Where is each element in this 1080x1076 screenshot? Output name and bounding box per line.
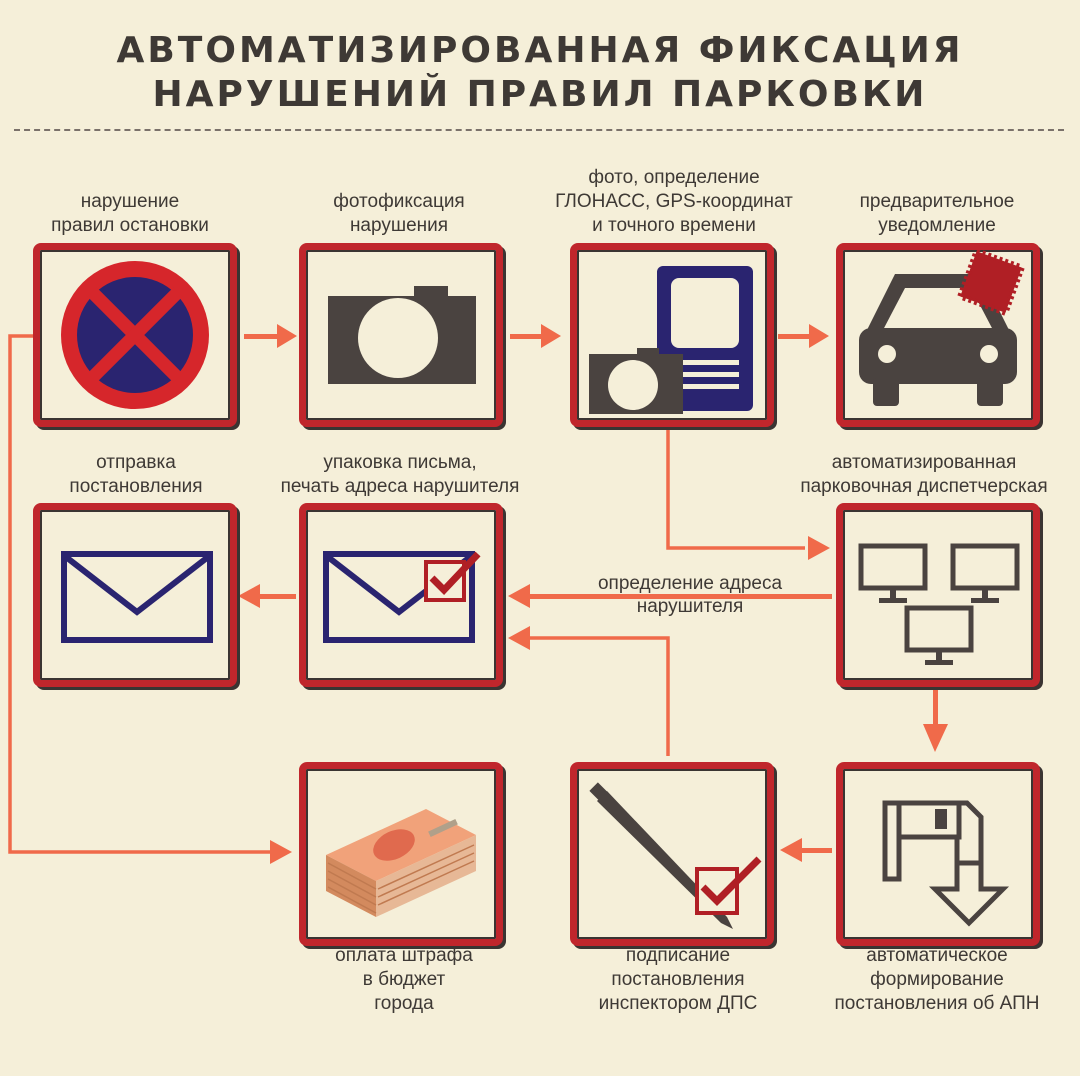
label-notice: предварительное уведомление <box>830 190 1044 238</box>
connector-photo-to-dispatch <box>666 428 805 550</box>
step-photofix <box>299 243 503 427</box>
arrow-violation-to-photofix <box>244 324 297 348</box>
step-send <box>33 503 237 687</box>
car-notice-icon <box>859 250 1026 406</box>
arrow-dispatch-to-pack <box>508 584 832 608</box>
floppy-download-icon <box>882 800 1010 927</box>
step-signing <box>570 762 774 946</box>
label-violation-line2: правил остановки <box>51 215 209 236</box>
label-photo-gps: фото, определение ГЛОНАСС, GPS-координат… <box>534 166 814 238</box>
title-line-2: НАРУШЕНИЙ ПРАВИЛ ПАРКОВКИ <box>152 74 928 115</box>
step-photo-gps <box>570 243 774 427</box>
arrowhead-to-payment <box>270 840 292 864</box>
camera-document-icon <box>589 266 753 414</box>
camera-icon <box>328 286 476 384</box>
label-dispatch-line1: автоматизированная <box>831 452 1017 473</box>
arrow-dispatch-to-forming <box>923 690 948 752</box>
envelope-icon <box>61 551 213 643</box>
label-payment-line1: оплата штрафа <box>335 945 473 966</box>
step-violation <box>33 243 237 427</box>
label-photofix-line1: фотофиксация <box>333 191 465 212</box>
step-payment <box>299 762 503 946</box>
envelope-check-icon <box>323 551 481 643</box>
label-notice-line2: уведомление <box>878 215 996 236</box>
label-forming-line2: формирование <box>870 969 1004 990</box>
label-violation: нарушение правил остановки <box>28 190 232 238</box>
connector-violation-to-payment <box>8 334 270 854</box>
step-pack <box>299 503 503 687</box>
label-send-line2: постановления <box>69 476 203 497</box>
label-payment-line2: в бюджет <box>362 969 446 990</box>
label-payment: оплата штрафа в бюджет города <box>294 944 514 1016</box>
arrow-pack-to-send <box>238 584 296 608</box>
monitors-icon <box>858 543 1020 665</box>
label-dispatch: автоматизированная парковочная диспетчер… <box>770 451 1078 499</box>
label-signing: подписание постановления инспектором ДПС <box>560 944 796 1016</box>
connector-signing-to-pack <box>530 636 670 756</box>
label-photofix: фотофиксация нарушения <box>294 190 504 238</box>
step-forming <box>836 762 1040 946</box>
arrow-photo-to-notice <box>778 324 829 348</box>
label-pack-line1: упаковка письма, <box>323 452 477 473</box>
label-pack-line2: печать адреса нарушителя <box>280 476 520 497</box>
label-violation-line1: нарушение <box>80 191 180 212</box>
label-send: отправка постановления <box>30 451 242 499</box>
label-forming: автоматическое формирование постановлени… <box>808 944 1066 1016</box>
step-notice <box>836 243 1040 427</box>
label-forming-line1: автоматическое <box>866 945 1008 966</box>
label-photo-gps-line3: и точного времени <box>592 215 756 236</box>
arrow-forming-to-signing <box>780 838 832 862</box>
no-stopping-sign-icon <box>61 261 209 409</box>
label-photofix-line2: нарушения <box>349 215 449 236</box>
label-forming-line3: постановления об АПН <box>834 993 1040 1014</box>
arrowhead-signing-to-pack <box>508 626 530 650</box>
label-address-line1: определение адреса <box>597 573 783 594</box>
label-pack: упаковка письма, печать адреса нарушител… <box>250 451 550 499</box>
label-payment-line3: города <box>374 993 434 1014</box>
arrowhead-to-dispatch <box>808 536 830 560</box>
title-line-1: АВТОМАТИЗИРОВАННАЯ ФИКСАЦИЯ <box>116 30 964 71</box>
label-notice-line1: предварительное <box>859 191 1015 212</box>
label-dispatch-line2: парковочная диспетчерская <box>800 476 1048 497</box>
label-address-line2: нарушителя <box>636 596 744 617</box>
label-send-line1: отправка <box>96 452 176 473</box>
money-stack-icon <box>326 809 476 917</box>
label-signing-line2: постановления <box>611 969 745 990</box>
step-dispatch <box>836 503 1040 687</box>
label-photo-gps-line1: фото, определение <box>588 167 760 188</box>
arrow-photofix-to-photo <box>510 324 561 348</box>
label-signing-line1: подписание <box>625 945 731 966</box>
label-address: определение адреса нарушителя <box>560 572 820 618</box>
label-photo-gps-line2: ГЛОНАСС, GPS-координат <box>555 191 793 212</box>
label-signing-line3: инспектором ДПС <box>598 993 758 1014</box>
dashed-divider <box>14 129 1064 131</box>
pen-check-icon <box>589 782 762 929</box>
